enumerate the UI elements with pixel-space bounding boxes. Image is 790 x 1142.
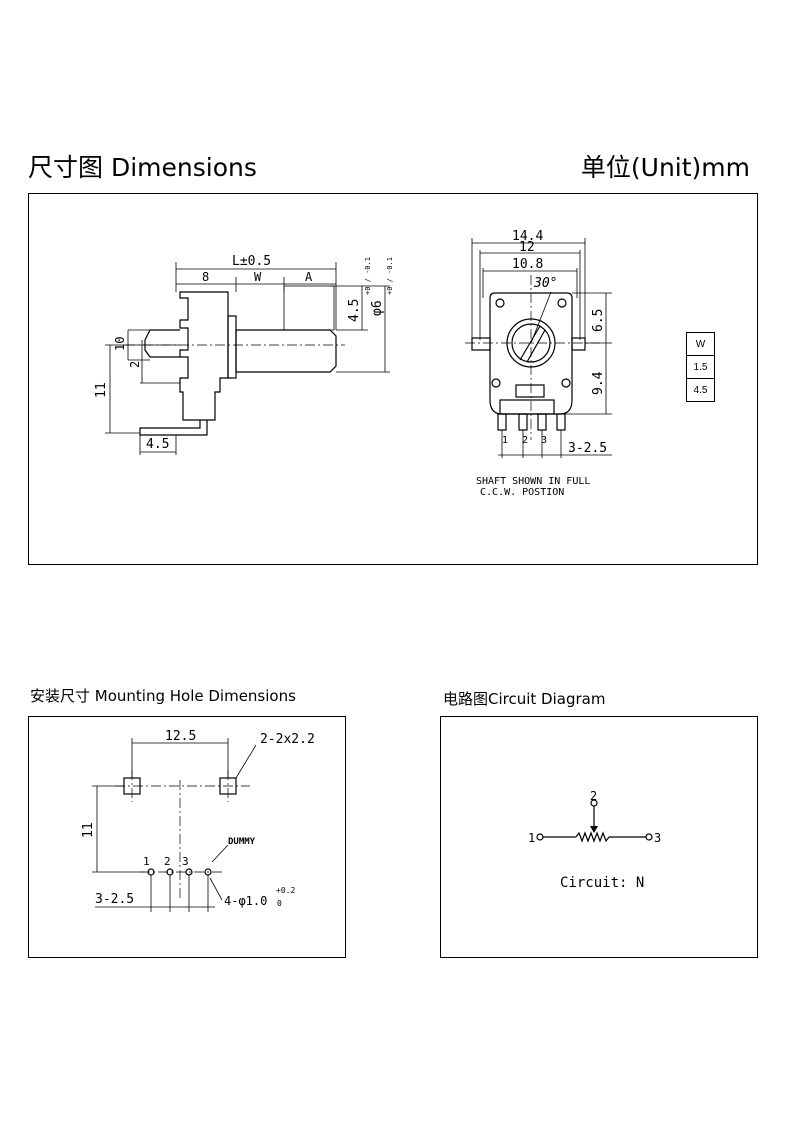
- seg-8-label: 8: [202, 270, 209, 284]
- circuit-panel: [440, 716, 758, 958]
- h6-5-label: 6.5: [591, 309, 606, 332]
- shaft-dia-label: φ6: [370, 300, 385, 316]
- dimensions-panel: [28, 193, 758, 565]
- length-label: L±0.5: [232, 254, 271, 269]
- fv-pin2: 2: [522, 435, 528, 446]
- note-line2: C.C.W. POSTION: [480, 487, 564, 498]
- circuit-label: Circuit: N: [560, 875, 644, 891]
- unit-label: 单位(Unit)mm: [580, 153, 750, 182]
- w-table-header: W: [686, 332, 715, 356]
- mh-pin1: 1: [143, 855, 150, 868]
- hole-tol-minus: 0: [277, 899, 282, 908]
- seg-w-label: W: [254, 270, 262, 284]
- w-table-value-2: 4.5: [686, 378, 715, 402]
- note-line1: SHAFT SHOWN IN FULL: [476, 476, 590, 487]
- holes-label: 4-φ1.0: [224, 894, 267, 908]
- circuit-diagram: 1 2 3 Circuit: N: [528, 789, 661, 891]
- span-label: 12.5: [165, 729, 196, 744]
- h9-4-label: 9.4: [591, 371, 606, 395]
- slot-label: 2-2x2.2: [260, 732, 315, 747]
- angle-label: 30°: [533, 276, 557, 291]
- w14-label: 14.4: [512, 229, 543, 244]
- mh-pin2: 2: [164, 855, 171, 868]
- mounting-title: 安装尺寸 Mounting Hole Dimensions: [30, 687, 296, 705]
- w-value-table: W 1.5 4.5: [686, 332, 715, 402]
- mh-pin3: 3: [182, 855, 189, 868]
- circuit-title: 电路图Circuit Diagram: [443, 690, 606, 708]
- fv-pin1: 1: [502, 435, 508, 446]
- fv-pitch-label: 3-2.5: [568, 441, 607, 456]
- w-table-value-1: 1.5: [686, 355, 715, 379]
- front-view: 14.4 12 10.8 30° 6.5 9.4 1 2 3 3-2.5 SHA…: [465, 229, 612, 498]
- mounting-panel: [28, 716, 346, 958]
- circuit-pin3: 3: [654, 831, 661, 845]
- height-label: 11: [81, 822, 96, 838]
- shaft-tol-label: +0 / -0.1: [364, 257, 372, 295]
- seg-a-label: A: [305, 270, 313, 284]
- dummy-label: DUMMY: [228, 837, 256, 847]
- shaft-len-label: 4.5: [347, 299, 362, 322]
- h10-label: 10: [113, 337, 127, 351]
- fv-pin3: 3: [541, 435, 547, 446]
- circuit-pin1: 1: [528, 831, 535, 845]
- dia-tol-label: +0 / -0.1: [386, 257, 394, 295]
- w12-label: 12: [519, 240, 535, 255]
- mh-pitch-label: 3-2.5: [95, 892, 134, 907]
- h11-label: 11: [94, 382, 109, 398]
- mounting-view: 12.5 2-2x2.2 11 DUMMY 1 2 3 3-2.5 4-φ1.0…: [81, 729, 315, 912]
- dimensions-title: 尺寸图 Dimensions: [28, 153, 257, 182]
- h2-label: 2: [128, 361, 142, 368]
- side-view: L±0.5 8 W A 4.5 +0 / -0.1 φ6 +0 / -0.1 1…: [94, 254, 394, 455]
- pin-4-5-label: 4.5: [146, 437, 169, 452]
- w10-8-label: 10.8: [512, 257, 543, 272]
- hole-tol-plus: +0.2: [276, 886, 295, 895]
- circuit-pin2: 2: [590, 789, 597, 803]
